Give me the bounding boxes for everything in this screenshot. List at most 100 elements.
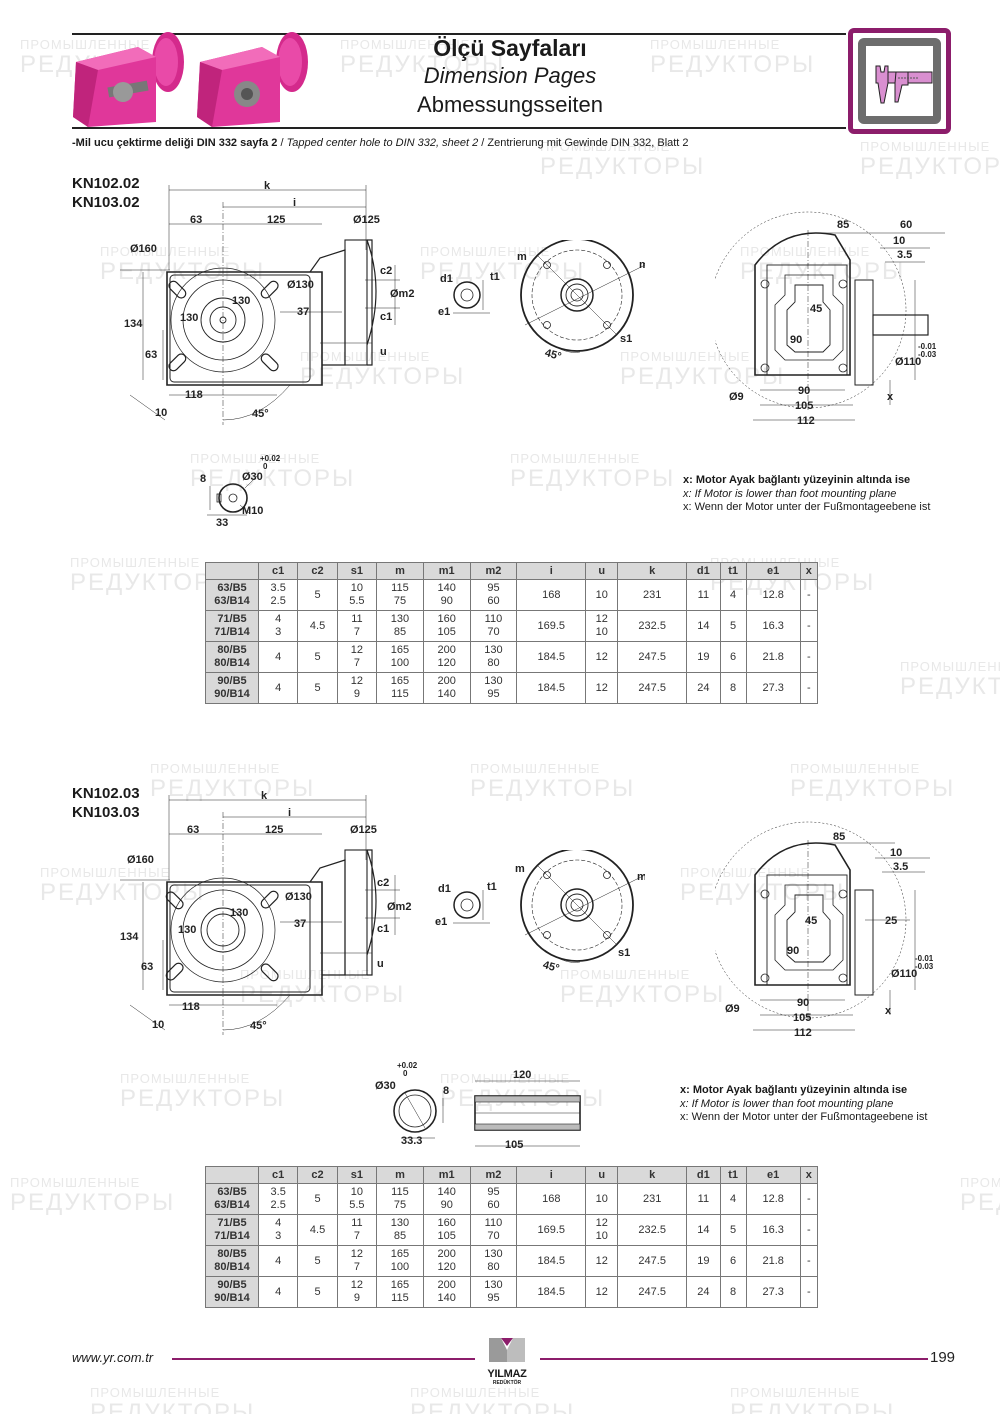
website-link[interactable]: www.yr.com.tr <box>72 1350 154 1365</box>
dim-130-vertical: 130 <box>178 924 196 936</box>
cell-x: - <box>799 579 819 611</box>
dim-dia30: Ø30 <box>375 1080 396 1092</box>
cell-c2: 5 <box>297 579 338 611</box>
cell-c2: 4.5 <box>297 1214 338 1246</box>
title-english: Dimension Pages <box>423 63 597 88</box>
cell-e1: 12.8 <box>745 1183 801 1215</box>
cell-k: 231 <box>617 579 688 611</box>
page-number: 199 <box>930 1349 956 1366</box>
dim-63-height: 63 <box>145 349 157 361</box>
table-header-row: c1 c2 s1 m m1 m2 i u k d1 t1 e1 x <box>205 1166 819 1184</box>
dim-s1: s1 <box>620 333 632 345</box>
cell-u: 10 <box>585 579 619 611</box>
cell-u: 12 <box>585 641 619 673</box>
motor-position-note-1: x: Motor Ayak bağlantı yüzeyinin altında… <box>683 474 931 513</box>
side-view-drawing-2: k i 63 125 Ø125 Ø160 Ø130 c2 Øm2 c1 u 13… <box>110 790 420 1035</box>
dim-63: 63 <box>187 824 199 836</box>
dim-60: 60 <box>900 219 912 231</box>
cell-e1: 16.3 <box>745 610 801 642</box>
dim-u: u <box>377 958 384 970</box>
cell-i: 169.5 <box>516 610 587 642</box>
cell-t1: 5 <box>719 610 747 642</box>
cell-x: - <box>799 1276 819 1308</box>
shaft-detail-drawing-1: +0.02 0 Ø30 8 M10 33 <box>190 450 300 535</box>
dim-85: 85 <box>837 219 849 231</box>
dim-112: 112 <box>797 415 815 427</box>
cell-e1: 16.3 <box>745 1214 801 1246</box>
dim-dia110: Ø110 <box>895 356 921 368</box>
dim-m: m <box>515 863 525 875</box>
cell-t1: 4 <box>719 579 747 611</box>
tolerance-lower: 0 <box>403 1069 408 1078</box>
dim-63-height: 63 <box>141 961 153 973</box>
dim-33: 33 <box>216 517 228 529</box>
cell-c2: 5 <box>297 672 338 704</box>
end-view-drawing-1: 85 60 10 3.5 45 90 -0.01 -0.03 Ø110 Ø9 x… <box>715 210 975 435</box>
dim-d1: d1 <box>438 883 451 895</box>
dim-diam2: Øm2 <box>390 288 414 300</box>
dim-dia160: Ø160 <box>127 854 154 866</box>
caliper-icon <box>875 65 933 104</box>
table-header-row: c1 c2 s1 m m1 m2 i u k d1 t1 e1 x <box>205 562 819 580</box>
cell-i: 184.5 <box>516 641 587 673</box>
side-view-drawing-1: k i 63 125 Ø125 Ø160 Ø130 c2 Øm2 c1 u 13… <box>110 180 420 425</box>
cell-d1: 11 <box>686 1183 721 1215</box>
dim-k: k <box>264 180 271 192</box>
dim-120: 120 <box>513 1069 531 1081</box>
end-view-drawing-2: 85 10 3.5 25 45 90 -0.01 -0.03 Ø110 Ø9 x… <box>715 820 975 1045</box>
dim-37: 37 <box>294 918 306 930</box>
cell-k: 232.5 <box>617 1214 688 1246</box>
motor-position-note-2: x: Motor Ayak bağlantı yüzeyinin altında… <box>680 1084 928 1123</box>
dim-m1: m1 <box>637 871 645 883</box>
cell-x: - <box>799 1245 819 1277</box>
cell-c2: 5 <box>297 1276 338 1308</box>
dim-angle-45: 45° <box>543 347 562 363</box>
dim-10: 10 <box>893 235 905 247</box>
cell-i: 184.5 <box>516 672 587 704</box>
cell-d1: 14 <box>686 1214 721 1246</box>
dim-dia110: Ø110 <box>891 968 917 980</box>
dim-130-horizontal: 130 <box>232 295 250 307</box>
dim-diam2: Øm2 <box>387 901 411 913</box>
cell-d1: 11 <box>686 579 721 611</box>
flange-view-drawing-2: d1 t1 e1 m m1 s1 45° <box>435 850 645 975</box>
cell-x: - <box>799 672 819 704</box>
dim-90-vertical: 90 <box>790 334 802 346</box>
dim-105: 105 <box>795 400 813 412</box>
dim-90: 90 <box>798 385 810 397</box>
cell-d1: 24 <box>686 1276 721 1308</box>
yilmaz-logo-icon <box>489 1338 525 1362</box>
cell-x: - <box>799 1183 819 1215</box>
